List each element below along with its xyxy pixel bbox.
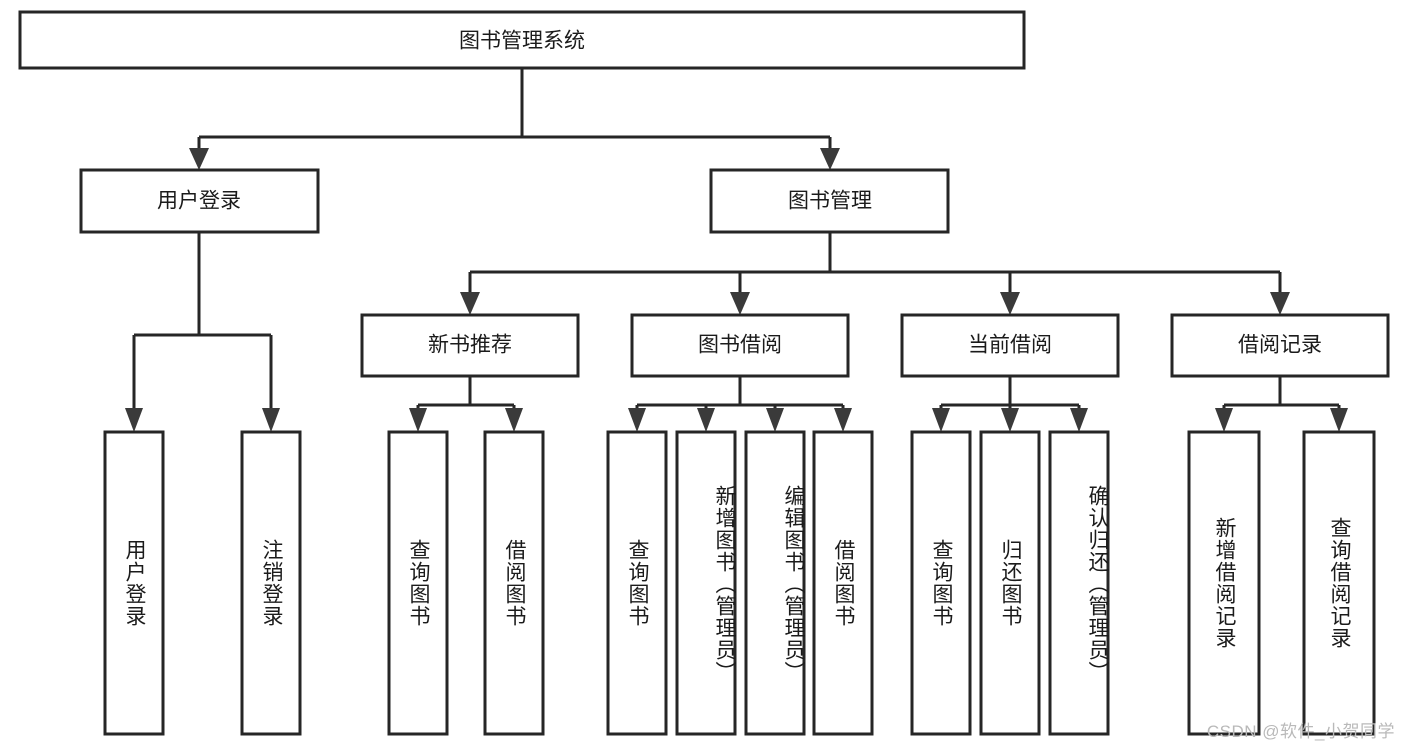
node-new-book-rec-box[interactable] [360, 313, 580, 378]
node-leaf-confirm-return-box[interactable] [1048, 430, 1110, 736]
arrowhead-borrow-book-1 [505, 408, 523, 432]
node-current-borrow-box[interactable] [900, 313, 1120, 378]
node-root-box[interactable] [18, 10, 1026, 70]
node-book-borrow-label: 图书借阅 [698, 334, 782, 357]
arrowhead-query-book-1 [409, 408, 427, 432]
arrowhead-query-book-3 [932, 408, 950, 432]
node-root[interactable]: 图书管理系统 [18, 10, 1026, 70]
connector-book-borrow-to-leaves [628, 376, 852, 432]
arrowhead-confirm-return [1070, 408, 1088, 432]
node-leaf-logout-login-box[interactable] [240, 430, 302, 736]
connector-new-book-rec-to-leaves [409, 376, 523, 432]
arrowhead-query-record [1330, 408, 1348, 432]
arrowhead-leaf-user-login [125, 408, 143, 432]
arrowhead-book-borrow [730, 292, 750, 315]
connector-book-manage-to-level3 [460, 232, 1290, 315]
arrowhead-leaf-logout [262, 408, 280, 432]
node-leaf-return-book-box[interactable] [979, 430, 1041, 736]
node-borrow-record[interactable]: 借阅记录 [1170, 313, 1390, 378]
node-book-manage-box[interactable] [709, 168, 950, 234]
node-new-book-rec-label: 新书推荐 [428, 334, 512, 357]
arrowhead-current-borrow [1000, 292, 1020, 315]
node-current-borrow-label: 当前借阅 [968, 334, 1052, 357]
arrowhead-borrow-book-2 [834, 408, 852, 432]
node-book-manage-label: 图书管理 [788, 190, 872, 213]
arrowhead-new-book-rec [460, 292, 480, 315]
connector-user-login-to-leaves [125, 232, 280, 432]
node-leaf-borrow-book-1-box[interactable] [483, 430, 545, 736]
arrowhead-borrow-record [1270, 292, 1290, 315]
arrowhead-edit-book [766, 408, 784, 432]
arrowhead-add-record [1215, 408, 1233, 432]
node-book-borrow-box[interactable] [630, 313, 850, 378]
node-leaf-edit-book-box[interactable] [744, 430, 806, 736]
node-book-manage[interactable]: 图书管理 [709, 168, 950, 234]
node-leaf-query-book-3-box[interactable] [910, 430, 972, 736]
node-borrow-record-label: 借阅记录 [1238, 334, 1322, 357]
node-leaf-query-book-1-box[interactable] [387, 430, 449, 736]
node-leaf-add-record-box[interactable] [1187, 430, 1261, 736]
arrowhead-add-book [697, 408, 715, 432]
arrowhead-return-book [1001, 408, 1019, 432]
connector-current-borrow-to-leaves [932, 376, 1088, 432]
arrowhead-query-book-2 [628, 408, 646, 432]
node-leaf-query-book-2-box[interactable] [606, 430, 668, 736]
node-leaf-user-login-box[interactable] [103, 430, 165, 736]
node-user-login[interactable]: 用户登录 [79, 168, 320, 234]
node-new-book-rec[interactable]: 新书推荐 [360, 313, 580, 378]
node-leaf-query-record-box[interactable] [1302, 430, 1376, 736]
connector-borrow-record-to-leaves [1215, 376, 1348, 432]
node-current-borrow[interactable]: 当前借阅 [900, 313, 1120, 378]
node-root-label: 图书管理系统 [459, 30, 585, 53]
arrowhead-book-manage [820, 148, 840, 170]
node-borrow-record-box[interactable] [1170, 313, 1390, 378]
arrowhead-user-login [189, 148, 209, 170]
node-user-login-label: 用户登录 [157, 190, 241, 213]
node-book-borrow[interactable]: 图书借阅 [630, 313, 850, 378]
csdn-watermark: CSDN @软件_小贺同学 [1206, 722, 1395, 741]
connector-root-to-level2 [189, 68, 840, 170]
node-leaf-add-book-box[interactable] [675, 430, 737, 736]
node-leaf-borrow-book-2-box[interactable] [812, 430, 874, 736]
